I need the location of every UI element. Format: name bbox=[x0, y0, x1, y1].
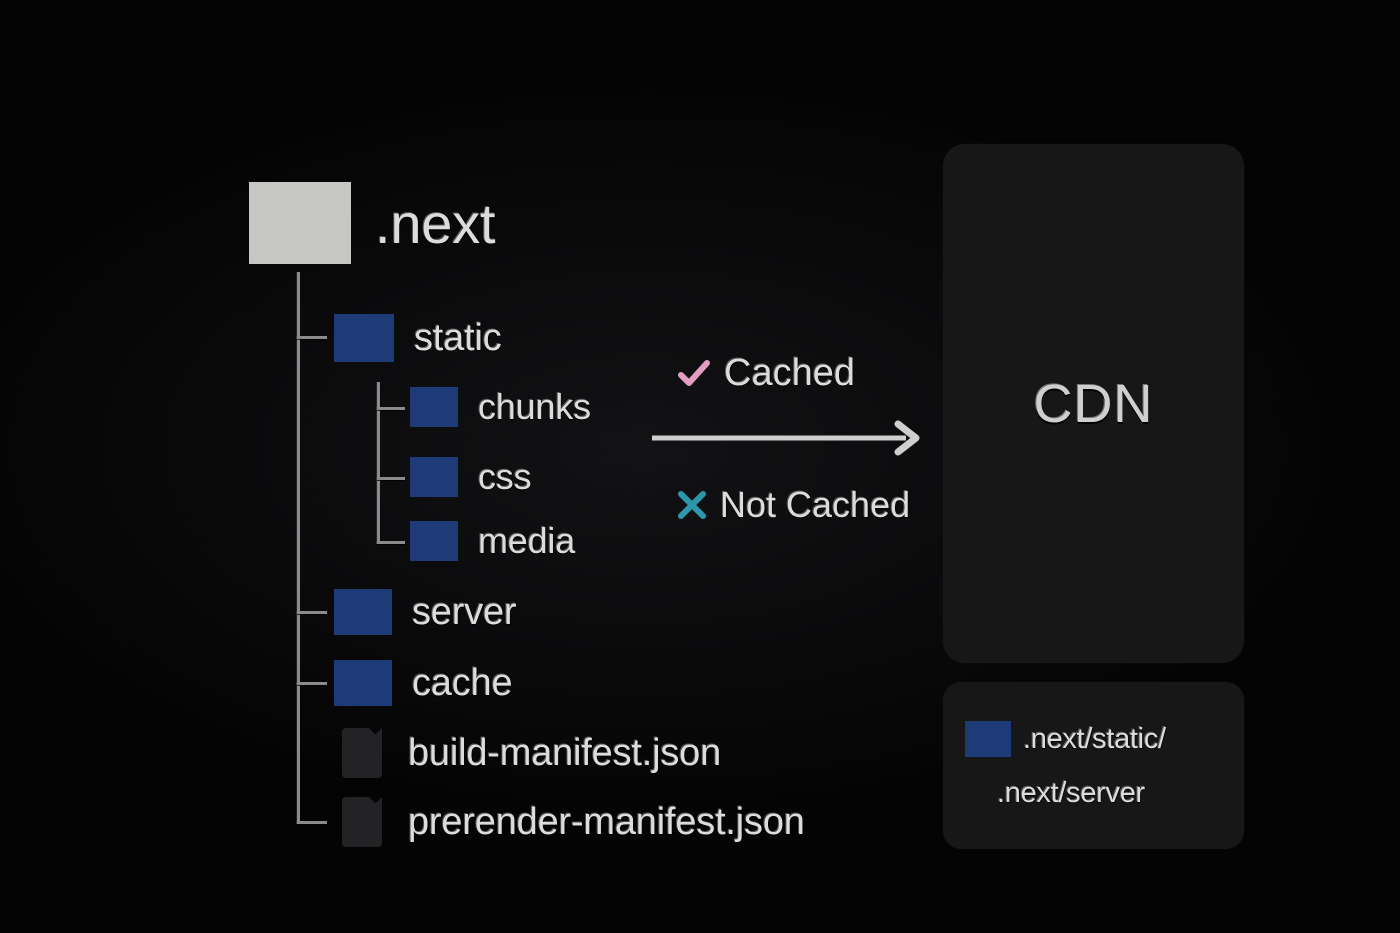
check-icon bbox=[678, 359, 710, 386]
tree-row-cache[interactable]: cache bbox=[334, 660, 513, 706]
tree-row-chunks[interactable]: chunks bbox=[410, 386, 591, 428]
tree-row-label: static bbox=[414, 316, 502, 359]
paths-card-row-static: .next/static/ bbox=[965, 721, 1222, 757]
tree-row-label: .next bbox=[375, 191, 496, 255]
tree-row-label: chunks bbox=[478, 386, 591, 427]
tree-row-label: cache bbox=[412, 661, 513, 704]
tree-branch-chunks bbox=[377, 407, 405, 410]
tree-row-media[interactable]: media bbox=[410, 520, 575, 562]
tree-row-label: build-manifest.json bbox=[408, 731, 722, 774]
tree-branch-server bbox=[297, 611, 327, 614]
tree-row-static[interactable]: static bbox=[334, 314, 502, 362]
legend-cached-label: Cached bbox=[724, 352, 855, 394]
cdn-card-label: CDN bbox=[1033, 373, 1154, 434]
folder-icon bbox=[249, 182, 351, 264]
file-icon bbox=[342, 797, 382, 847]
folder-icon bbox=[334, 589, 392, 635]
tree-branch-cache bbox=[297, 682, 327, 685]
arrow-right-icon bbox=[650, 420, 922, 461]
paths-card-row-server: .next/server bbox=[965, 777, 1222, 810]
tree-row-label: server bbox=[412, 590, 517, 633]
tree-row-label: media bbox=[478, 520, 576, 561]
tree-row-prerender-manifest[interactable]: prerender-manifest.json bbox=[342, 797, 805, 847]
tree-branch-css bbox=[377, 477, 405, 480]
folder-icon bbox=[334, 314, 394, 362]
tree-row-server[interactable]: server bbox=[334, 589, 517, 635]
legend-not-cached: Not Cached bbox=[676, 484, 910, 526]
tree-trunk-line bbox=[297, 272, 300, 824]
tree-row-root[interactable]: .next bbox=[249, 182, 496, 264]
folder-icon bbox=[965, 721, 1011, 757]
x-icon bbox=[678, 491, 706, 519]
tree-row-label: prerender-manifest.json bbox=[408, 800, 805, 843]
tree-branch-prerender bbox=[297, 821, 327, 824]
tree-subtrunk-line bbox=[377, 382, 380, 544]
legend-not-cached-label: Not Cached bbox=[720, 484, 911, 525]
folder-icon bbox=[410, 457, 458, 497]
folder-icon bbox=[410, 521, 458, 561]
paths-card[interactable]: .next/static/ .next/server bbox=[943, 682, 1244, 849]
tree-row-build-manifest[interactable]: build-manifest.json bbox=[342, 728, 721, 778]
paths-card-label: .next/server bbox=[997, 777, 1145, 809]
folder-icon bbox=[410, 387, 458, 427]
paths-card-label: .next/static/ bbox=[1023, 722, 1166, 755]
legend-cached: Cached bbox=[676, 352, 855, 395]
tree-row-label: css bbox=[478, 456, 532, 497]
file-icon bbox=[342, 728, 382, 778]
cdn-card[interactable]: CDN bbox=[943, 144, 1244, 663]
tree-branch-media bbox=[377, 541, 405, 544]
tree-row-css[interactable]: css bbox=[410, 456, 532, 498]
tree-branch-static bbox=[297, 336, 327, 339]
folder-icon bbox=[334, 660, 392, 706]
